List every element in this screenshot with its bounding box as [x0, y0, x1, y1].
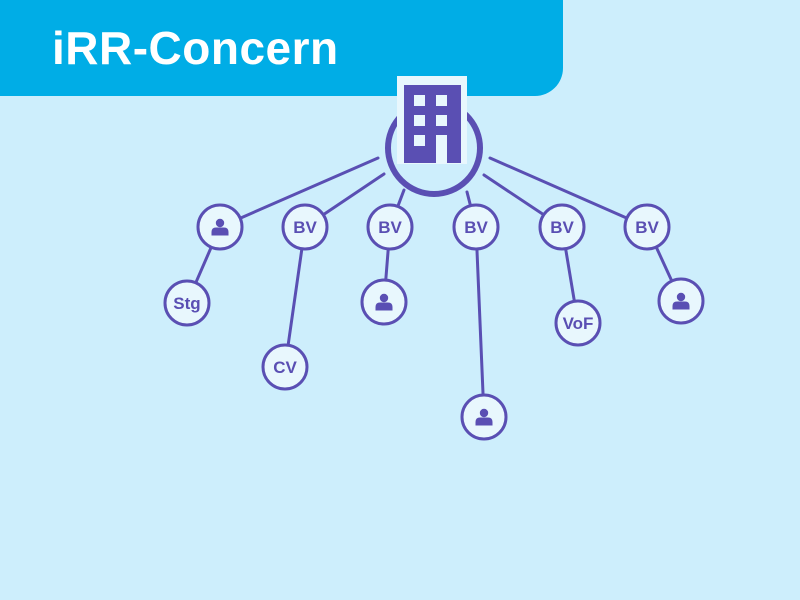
grandchild-node: CV [261, 343, 309, 391]
edge-root-to-child [482, 173, 546, 217]
building-icon [397, 76, 467, 164]
child-node: BV [281, 203, 329, 251]
grandchild-node [657, 277, 705, 325]
child-node: BV [366, 203, 414, 251]
child-node: BV [452, 203, 500, 251]
node-circle [623, 203, 671, 251]
diagram-edges [194, 156, 674, 397]
grandchild-node [360, 278, 408, 326]
person-icon [211, 218, 229, 236]
edge-root-to-child [488, 156, 629, 220]
page-title: iRR-Concern [52, 22, 339, 74]
node-circle [452, 203, 500, 251]
node-circle [366, 203, 414, 251]
node-label: BV [464, 218, 488, 237]
edge-child-to-grandchild [475, 247, 485, 397]
child-node: BV [538, 203, 586, 251]
header-banner: iRR-Concern [0, 0, 563, 96]
node-circle [538, 203, 586, 251]
edge-child-to-grandchild [286, 247, 304, 347]
node-label: BV [293, 218, 317, 237]
edge-child-to-grandchild [564, 247, 576, 303]
child-node: BV [623, 203, 671, 251]
person-icon [375, 293, 393, 311]
diagram-nodes: Stg BV CV BV BV BV VoF BV [163, 203, 705, 441]
node-label: Stg [173, 294, 200, 313]
node-circle [554, 299, 602, 347]
grandchild-node [460, 393, 508, 441]
node-label: CV [273, 358, 297, 377]
node-circle [261, 343, 309, 391]
edge-child-to-grandchild [654, 245, 674, 283]
grandchild-node: VoF [554, 299, 602, 347]
node-circle [163, 279, 211, 327]
edge-root-to-child [238, 156, 380, 220]
edge-root-to-child [396, 188, 406, 208]
node-label: BV [550, 218, 574, 237]
root-node [385, 76, 483, 197]
node-label: BV [635, 218, 659, 237]
person-icon [475, 408, 493, 426]
edge-child-to-grandchild [384, 247, 390, 282]
child-node [196, 203, 244, 251]
grandchild-node: Stg [163, 279, 211, 327]
edge-root-to-child [465, 190, 473, 208]
node-label: VoF [563, 314, 594, 333]
node-circle [281, 203, 329, 251]
node-label: BV [378, 218, 402, 237]
edge-child-to-grandchild [194, 245, 213, 285]
person-icon [672, 292, 690, 310]
edge-root-to-child [321, 172, 386, 217]
